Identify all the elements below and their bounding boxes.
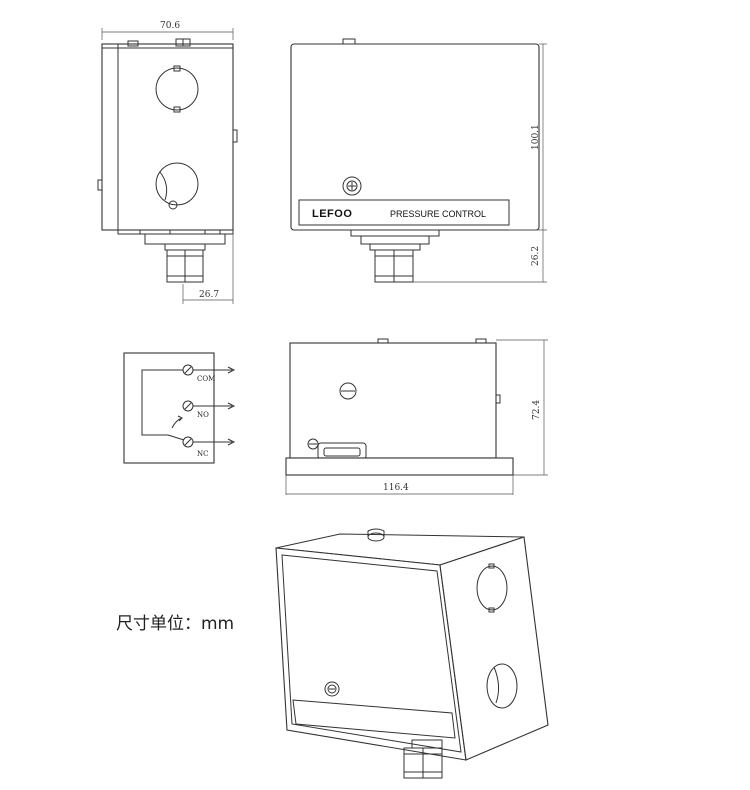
brand-name: LEFOO bbox=[312, 208, 352, 220]
dim-top-width: 116.4 bbox=[383, 483, 409, 493]
side-view: 70.6 26.7 bbox=[97, 21, 238, 304]
top-view: 72.4 116.4 bbox=[285, 338, 548, 495]
terminal-nc-label: NC bbox=[197, 450, 208, 458]
isometric-view bbox=[275, 528, 549, 779]
dim-side-bottom-offset: 26.7 bbox=[199, 290, 219, 300]
product-name: PRESSURE CONTROL bbox=[390, 209, 486, 219]
dim-front-height: 100.1 bbox=[531, 124, 541, 150]
dim-fitting-height: 26.2 bbox=[531, 246, 541, 266]
wiring-diagram: COM NO NC bbox=[123, 352, 236, 464]
product-label-plate bbox=[298, 199, 510, 226]
dim-top-depth: 72.4 bbox=[532, 400, 542, 420]
front-view: LEFOO PRESSURE CONTROL 100.1 26.2 bbox=[290, 38, 547, 283]
terminal-no-label: NO bbox=[197, 411, 209, 419]
units-caption: 尺寸单位：mm bbox=[116, 614, 234, 634]
dim-side-width: 70.6 bbox=[160, 21, 180, 31]
terminal-com-label: COM bbox=[197, 375, 215, 383]
